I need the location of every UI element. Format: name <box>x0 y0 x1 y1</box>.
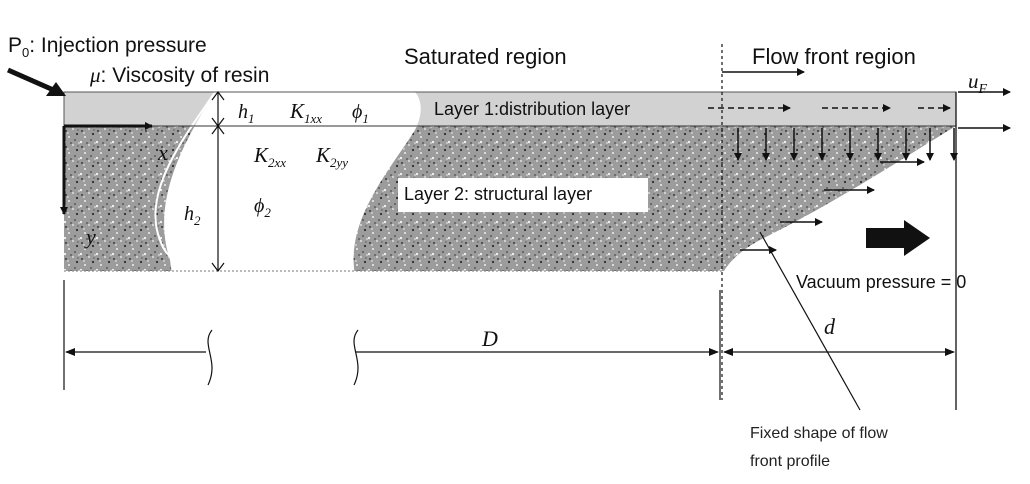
d-label: d <box>824 314 836 339</box>
front-velocity-arrows <box>740 158 925 254</box>
D-label: D <box>481 326 498 351</box>
layer1-label: Layer 1:distribution layer <box>434 99 630 119</box>
h1-tick-top <box>211 91 225 101</box>
h1-label: h1 <box>238 101 255 126</box>
k2yy-label: K2yy <box>315 143 348 170</box>
fixed-shape-leader <box>759 231 861 411</box>
dimension-lines <box>63 280 955 400</box>
break-cutout <box>164 92 421 275</box>
vacuum-pressure-label: Vacuum pressure = 0 <box>796 272 966 292</box>
fixed-shape-label-line1: Fixed shape of flow <box>750 425 888 442</box>
layer2-label: Layer 2: structural layer <box>404 184 592 204</box>
saturated-region-label: Saturated region <box>404 44 567 69</box>
break-edge-left <box>154 91 216 272</box>
flow-front-region-label: Flow front region <box>752 44 916 69</box>
uf-label: uF <box>968 69 988 97</box>
k1-label: K1xx <box>289 99 322 126</box>
h2-tick-top <box>211 125 225 135</box>
phi2-label: ϕ2 <box>254 195 271 220</box>
y-axis-label: y <box>84 224 96 249</box>
flow-front-wedge <box>724 126 956 271</box>
p0-label: P0: Injection pressure <box>8 34 207 60</box>
h2-tick-bottom <box>211 262 225 272</box>
mu-label: μ: Viscosity of resin <box>89 63 269 87</box>
k2xx-label: K2xx <box>253 143 286 170</box>
injection-arrow <box>6 67 60 95</box>
h2-label: h2 <box>184 203 201 228</box>
x-axis-label: x <box>157 140 168 165</box>
injection-arrowhead <box>46 82 66 96</box>
fixed-shape-label-line2: front profile <box>750 453 830 470</box>
phi1-label: ϕ1 <box>352 101 369 126</box>
big-flow-arrow <box>866 220 930 256</box>
layer2-label-box <box>398 178 648 212</box>
impregnation-arrows <box>734 128 958 161</box>
